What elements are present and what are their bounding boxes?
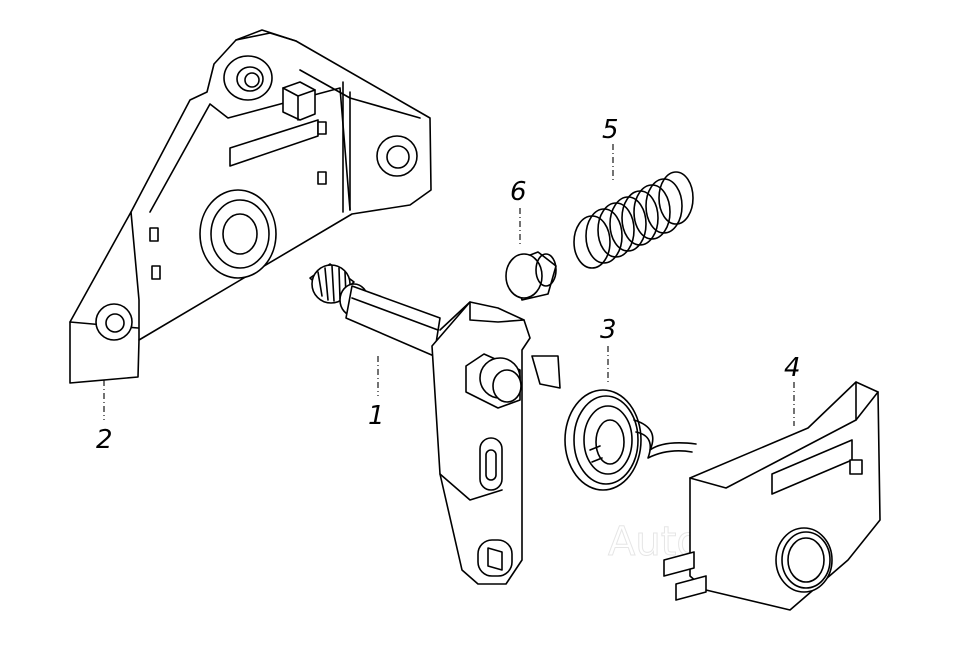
part-label-4: 4 [784,353,801,383]
part-label-3: 3 [600,315,617,345]
part-1-shaft-lever [309,263,561,585]
part-6-pin [505,208,557,301]
part-label-2: 2 [96,425,113,455]
part-4-cover [663,381,881,611]
part-label-1: 1 [368,401,385,431]
part-2-bracket-plate [69,29,432,420]
part-label-5: 5 [602,115,619,145]
part-3-torsion-spring [564,346,697,491]
part-label-6: 6 [510,177,527,207]
part-5-coil-spring [573,144,694,269]
